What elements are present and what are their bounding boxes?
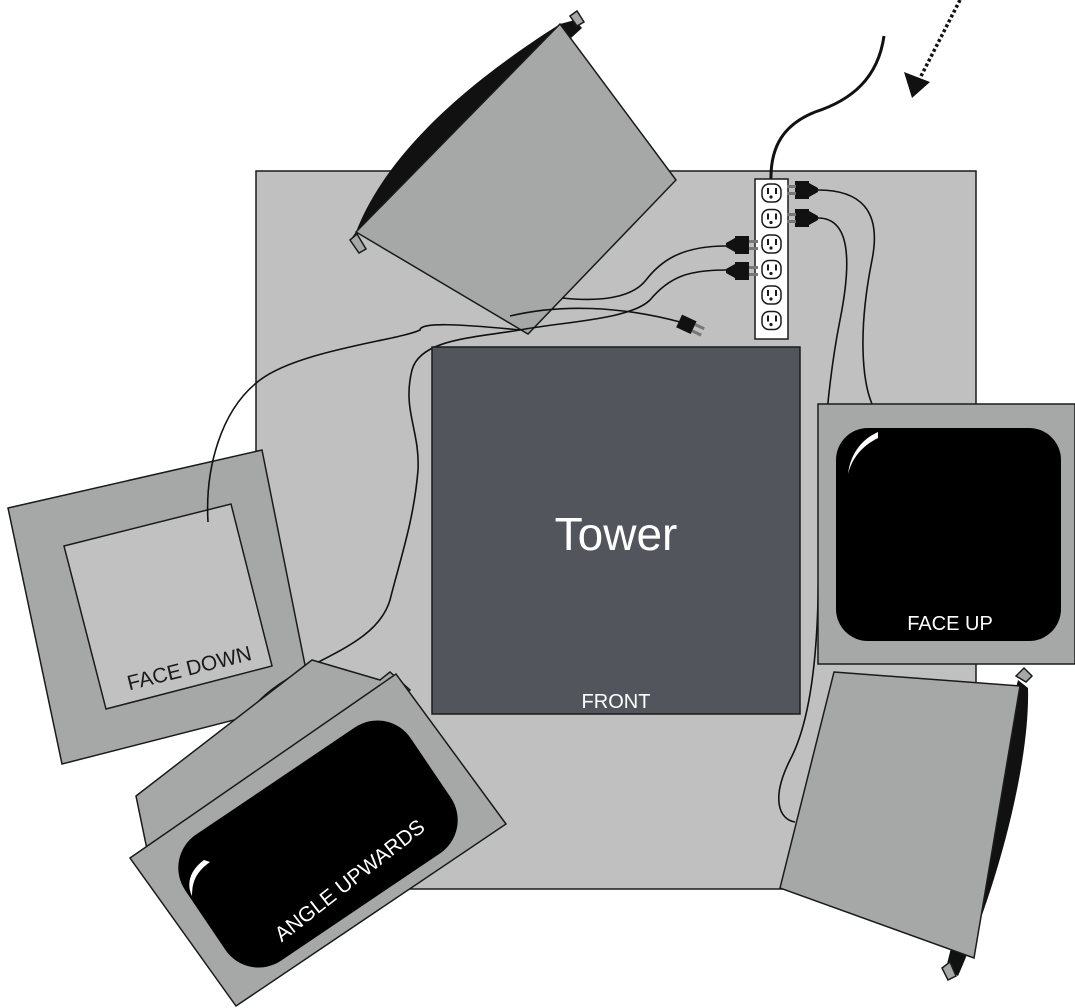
cable-loose-plug	[509, 307, 681, 323]
plug-1	[787, 181, 818, 199]
direction-arrow-head	[904, 72, 930, 98]
cables	[177, 189, 876, 823]
tower-front-label: FRONT	[582, 691, 651, 713]
loose-plug	[676, 314, 705, 337]
monitor-face-up: FACE UP	[817, 403, 1075, 665]
cable-face-up-monitor	[817, 189, 876, 405]
outlet-1	[761, 183, 782, 203]
outlet-3	[761, 234, 782, 254]
monitor-bottom-right-tilted	[779, 666, 1034, 982]
plug-4	[726, 262, 758, 280]
direction-arrow-dashed	[916, 0, 962, 83]
cable-top-monitor	[561, 245, 727, 301]
plug-2	[787, 209, 818, 227]
outlet-6	[761, 310, 782, 331]
tower-label: Tower	[555, 508, 678, 560]
wall-power-cable	[769, 35, 886, 182]
cable-face-down-monitor	[206, 323, 521, 523]
angle-upwards-screen	[178, 720, 458, 968]
monitor-top-tilted	[348, 9, 677, 335]
plug-3	[726, 236, 758, 254]
power-strip	[754, 178, 789, 340]
cable-tower	[177, 269, 727, 796]
face-up-label: FACE UP	[907, 613, 993, 635]
outlet-4	[761, 259, 782, 280]
tower: Tower FRONT	[431, 346, 801, 715]
outlet-5	[761, 285, 782, 305]
monitor-angle-upwards: ANGLE UPWARDS	[128, 659, 508, 1008]
outlet-2	[761, 208, 782, 229]
face-up-screen	[836, 428, 1061, 641]
